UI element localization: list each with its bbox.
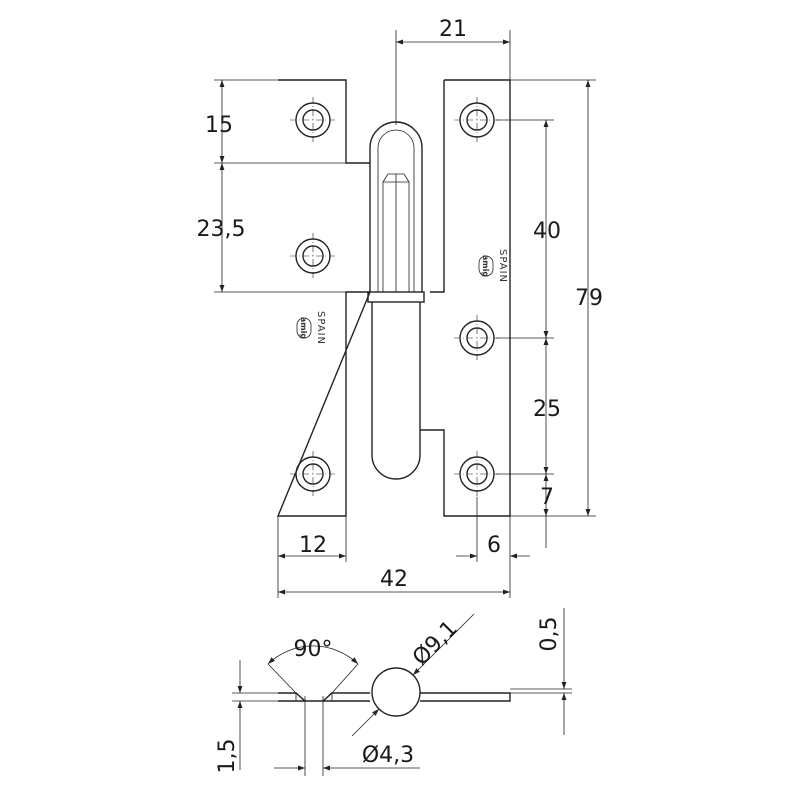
dim-knuckle-length: 23,5 bbox=[197, 217, 246, 242]
pin-shaft bbox=[382, 173, 410, 292]
hole-right-bottom bbox=[454, 451, 500, 497]
hole-right-top bbox=[454, 97, 500, 143]
dim-hole-diameter: Ø4,3 bbox=[362, 743, 414, 768]
brand-mark-left: amig SPAIN bbox=[296, 311, 326, 345]
screw-holes bbox=[290, 97, 500, 497]
section-view: 90° Ø9,1 0,5 1,5 Ø4,3 bbox=[215, 608, 572, 776]
hole-left-middle bbox=[290, 233, 336, 279]
dim-countersink-angle: 90° bbox=[294, 637, 333, 662]
dim-hole-edge-left: 12 bbox=[299, 533, 327, 558]
dim-pin-diameter: Ø9,1 bbox=[408, 616, 463, 671]
hole-left-bottom bbox=[290, 451, 336, 497]
hole-right-middle bbox=[454, 315, 500, 361]
dim-hole-edge-right: 6 bbox=[487, 533, 501, 558]
dim-hole-spacing-upper: 40 bbox=[533, 219, 561, 244]
brand-origin-left: SPAIN bbox=[315, 311, 326, 345]
dim-leaf-top: 15 bbox=[205, 113, 233, 138]
dim-overall-width: 42 bbox=[380, 567, 408, 592]
brand-origin-right: SPAIN bbox=[497, 249, 508, 283]
right-leaf bbox=[420, 79, 511, 517]
front-dimensions: 21 15 23,5 40 25 7 79 12 bbox=[197, 17, 603, 598]
dim-pin-offset: 21 bbox=[439, 17, 467, 42]
left-leaf bbox=[276, 79, 372, 517]
dim-hole-spacing-lower: 25 bbox=[533, 397, 561, 422]
dim-overall-height: 79 bbox=[575, 286, 603, 311]
brand-mark-right: amig SPAIN bbox=[478, 249, 508, 283]
hole-left-top bbox=[290, 97, 336, 143]
brand-logo-left: amig bbox=[299, 317, 308, 339]
front-view: amig SPAIN amig SPAIN bbox=[276, 79, 511, 517]
brand-logo-right: amig bbox=[481, 255, 490, 277]
dim-bottom-edge: 7 bbox=[540, 485, 554, 510]
dim-thickness: 1,5 bbox=[215, 739, 240, 774]
pin-collar bbox=[367, 291, 425, 303]
dim-plate-thickness: 0,5 bbox=[537, 617, 562, 652]
section-left-plate bbox=[278, 692, 370, 702]
section-pin bbox=[371, 667, 421, 717]
section-right-plate bbox=[420, 692, 511, 702]
pin-knuckle-lower bbox=[371, 302, 421, 480]
